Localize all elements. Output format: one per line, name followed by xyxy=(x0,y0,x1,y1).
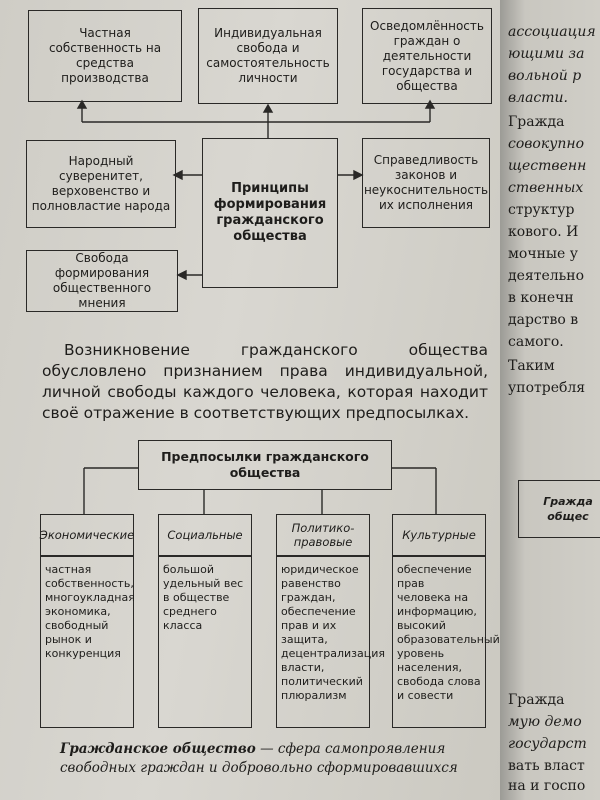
column-head-economic: Экономические xyxy=(40,514,134,556)
column-head-political: Политико-правовые xyxy=(276,514,370,556)
column-body-economic: частная собственность, многоукладная эко… xyxy=(40,556,135,728)
right-page-bottom-line: государст xyxy=(508,736,587,752)
box-private-property: Частная собственность на средства произв… xyxy=(28,10,182,102)
right-mini-box: Гражда общес xyxy=(518,480,600,538)
definition-text: — сфера самопроявления свободных граждан… xyxy=(60,741,458,776)
right-page-line: ющими за xyxy=(508,46,585,62)
right-page-line: употребля xyxy=(508,380,586,396)
column-head-political-text: Политико-правовые xyxy=(291,521,355,549)
right-page-bottom-line: вать власт xyxy=(508,758,585,774)
preconditions-title: Предпосылки гражданского общества xyxy=(161,449,369,480)
box-private-property-text: Частная собственность на средства произв… xyxy=(48,26,162,85)
right-page-bottom-line: мую демо xyxy=(508,714,582,730)
box-sovereignty-text: Народный суверенитет, верховенство и пол… xyxy=(31,154,171,213)
preconditions-title-box: Предпосылки гражданского общества xyxy=(138,440,392,490)
column-body-cultural: обеспечение прав человека на информацию,… xyxy=(392,556,500,728)
right-page-fragment: ассоциация ющими за вольной р власти. Гражда… xyxy=(500,0,600,800)
definition-caption: Гражданское общество — сфера самопроявле… xyxy=(60,740,490,778)
box-principles-center: Принципы формирования гражданского общес… xyxy=(202,138,338,288)
right-page-line: совокупно xyxy=(508,136,584,152)
box-awareness: Осведомлённость граждан о деятельности г… xyxy=(362,8,492,104)
column-body-political: юридическое равенство граждан, обеспечен… xyxy=(276,556,385,728)
column-head-social: Социальные xyxy=(158,514,252,556)
column-head-social-text: Социальные xyxy=(167,528,243,542)
right-page-line: самого. xyxy=(508,334,564,350)
right-page-line: ассоциация xyxy=(508,24,596,40)
right-page-line: власти. xyxy=(508,90,568,106)
right-page-line: деятельно xyxy=(508,268,585,284)
column-head-cultural-text: Культурные xyxy=(402,528,476,542)
box-justice-text: Справедливость законов и неукоснительнос… xyxy=(363,153,489,212)
box-awareness-text: Осведомлённость граждан о деятельности г… xyxy=(370,18,484,93)
diagram-connectors xyxy=(76,99,437,514)
right-page-line: щественн xyxy=(508,158,587,174)
right-page-line: в конечн xyxy=(508,290,574,306)
right-page-line: кового. И xyxy=(508,224,579,240)
column-body-social: большой удельный вес в обществе среднего… xyxy=(158,556,252,728)
definition-term: Гражданское общество xyxy=(60,741,256,757)
box-sovereignty: Народный суверенитет, верховенство и пол… xyxy=(26,140,176,228)
box-individual-freedom-text: Индивидуальная свобода и самостоятельнос… xyxy=(206,26,330,85)
right-page-bottom-line: Гражда xyxy=(508,692,565,708)
right-mini-box-text: Гражда общес xyxy=(543,495,593,523)
box-public-opinion-text: Свобода формирования общественного мнени… xyxy=(52,251,152,310)
box-individual-freedom: Индивидуальная свобода и самостоятельнос… xyxy=(198,8,338,104)
box-principles-center-text: Принципы формирования гражданского общес… xyxy=(213,181,327,244)
box-public-opinion: Свобода формирования общественного мнени… xyxy=(26,250,178,312)
right-page-line: дарство в xyxy=(508,312,579,328)
column-head-cultural: Культурные xyxy=(392,514,486,556)
box-justice: Справедливость законов и неукоснительнос… xyxy=(362,138,490,228)
right-page-line: ственных xyxy=(508,180,584,196)
right-page-line: Гражда xyxy=(508,114,565,130)
left-page: Частная собственность на средства произв… xyxy=(0,0,500,800)
right-page-line: мочные у xyxy=(508,246,579,262)
column-head-economic-text: Экономические xyxy=(39,528,135,542)
right-page-line: вольной р xyxy=(508,68,582,84)
right-page-bottom-line: на и госпо xyxy=(508,778,586,794)
right-page-line: Таким xyxy=(508,358,555,374)
body-paragraph: Возникновение гражданского общества обус… xyxy=(42,341,488,422)
right-page-line: структур xyxy=(508,202,575,218)
